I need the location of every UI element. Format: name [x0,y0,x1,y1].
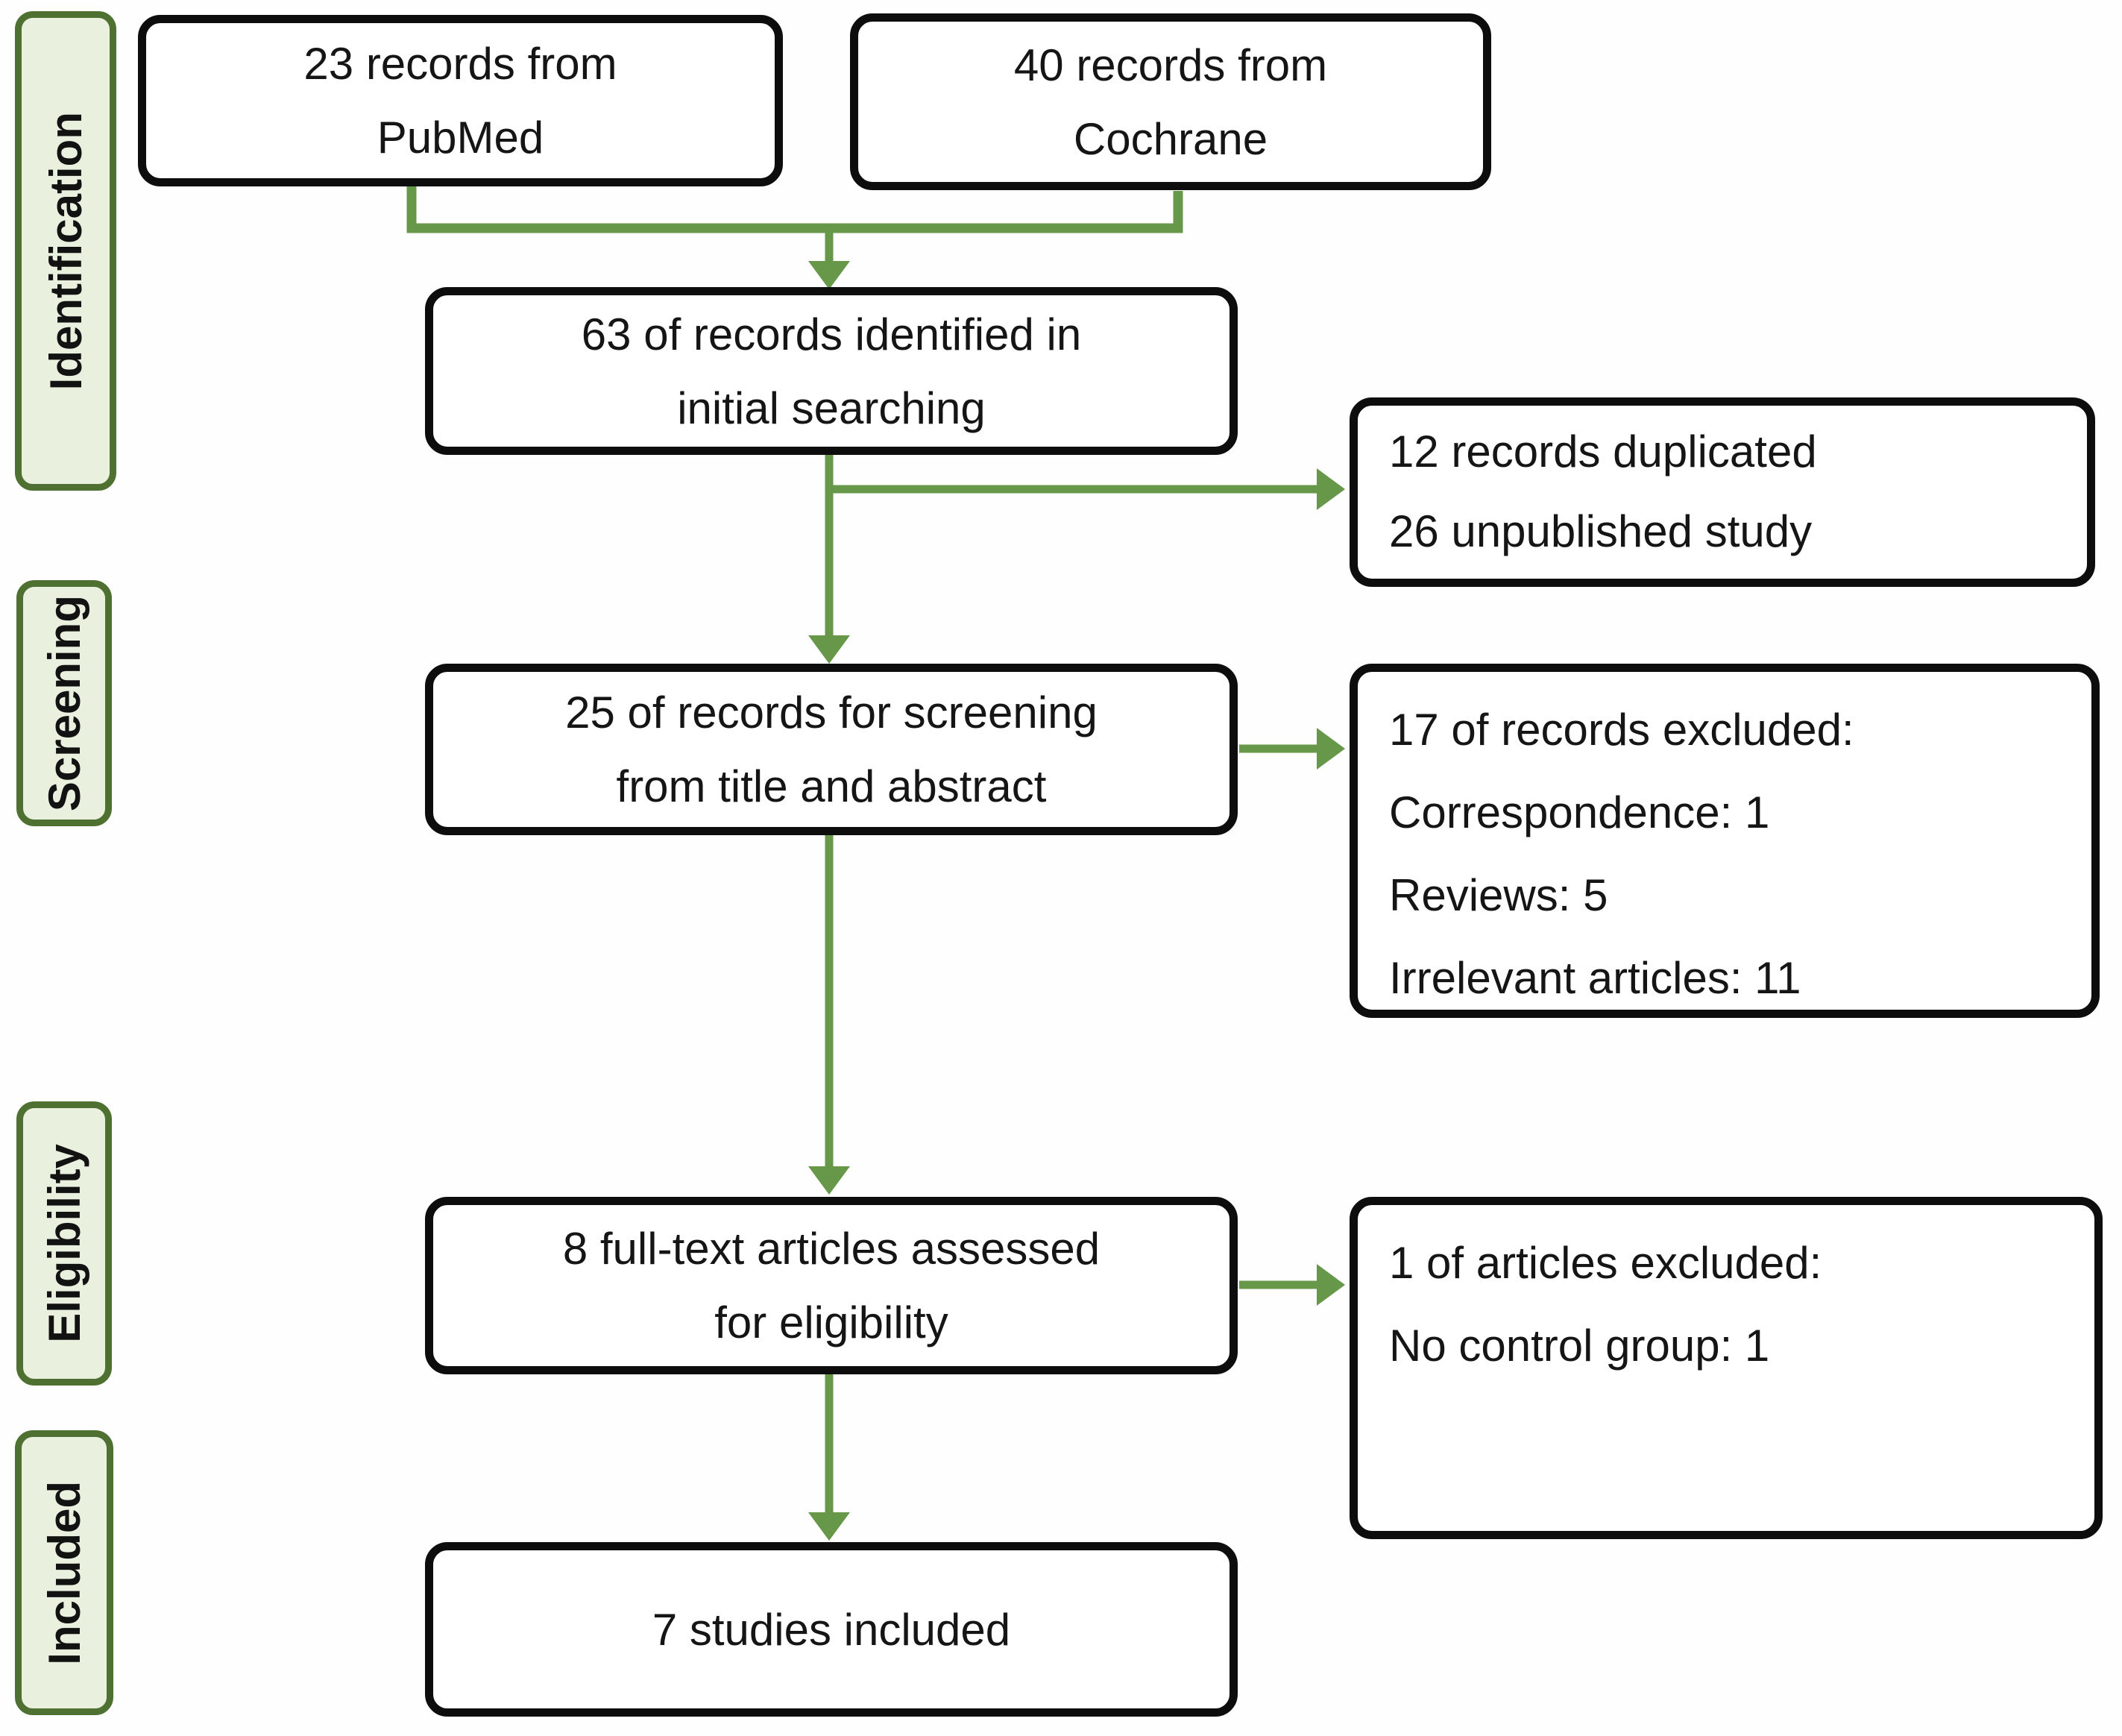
box-text-line: No control group: 1 [1389,1321,1770,1371]
stage-eligibility-label: Eligibility [39,1144,89,1343]
box-text-line: Cochrane [1073,113,1268,164]
arrowhead-into-identified [808,261,850,289]
box-text-line: 7 studies included [652,1604,1011,1655]
box-text-line: 1 of articles excluded: [1389,1238,1822,1288]
box-studies-included: 7 studies included [425,1542,1238,1717]
arrowhead-into-duplicates [1317,468,1345,510]
arrowhead-into-screening-excluded [1317,728,1345,770]
arrowhead-into-fulltext-excluded [1317,1264,1345,1306]
stage-included-label: Included [39,1480,89,1665]
arrowhead-into-included [808,1512,850,1541]
box-text-line: 26 unpublished study [1389,506,1813,556]
stage-identification-label: Identification [40,111,91,391]
box-text-line: for eligibility [714,1298,948,1347]
arrowhead-into-screened [808,635,850,664]
connector-sources-merge-bracket [406,186,1183,233]
box-text-line: 17 of records excluded: [1389,705,1854,755]
box-text-line: 25 of records for screening [565,688,1098,738]
box-records-identified: 63 of records identified in initial sear… [425,287,1238,455]
box-fulltext-assessed: 8 full-text articles assessed for eligib… [425,1197,1238,1374]
stage-identification: Identification [15,11,116,491]
stage-screening: Screening [16,580,112,826]
box-screening-excluded: 17 of records excluded: Correspondence: … [1350,664,2100,1018]
box-text-line: initial searching [677,383,986,433]
box-text-line: PubMed [377,113,544,163]
box-records-cochrane: 40 records from Cochrane [850,13,1491,190]
stage-included: Included [15,1430,113,1715]
box-text-line: 8 full-text articles assessed [562,1224,1101,1274]
box-records-screened: 25 of records for screening from title a… [425,664,1238,835]
box-text-line: 12 records duplicated [1389,427,1817,477]
box-text-line: Irrelevant articles: 11 [1389,953,1801,1003]
box-text-line: 63 of records identified in [581,309,1082,359]
box-text-line: 23 records from [303,39,617,89]
box-text-line: Reviews: 5 [1389,870,1608,920]
box-text-line: Correspondence: 1 [1389,787,1770,837]
stage-screening-label: Screening [39,594,89,812]
box-fulltext-excluded: 1 of articles excluded: No control group… [1350,1197,2103,1539]
box-text-line: 40 records from [1013,40,1328,90]
box-records-pubmed: 23 records from PubMed [138,15,783,186]
stage-eligibility: Eligibility [16,1101,112,1386]
box-text-line: from title and abstract [616,761,1047,811]
arrowhead-into-fulltext [808,1166,850,1195]
box-duplicates-removed: 12 records duplicated 26 unpublished stu… [1350,397,2095,587]
